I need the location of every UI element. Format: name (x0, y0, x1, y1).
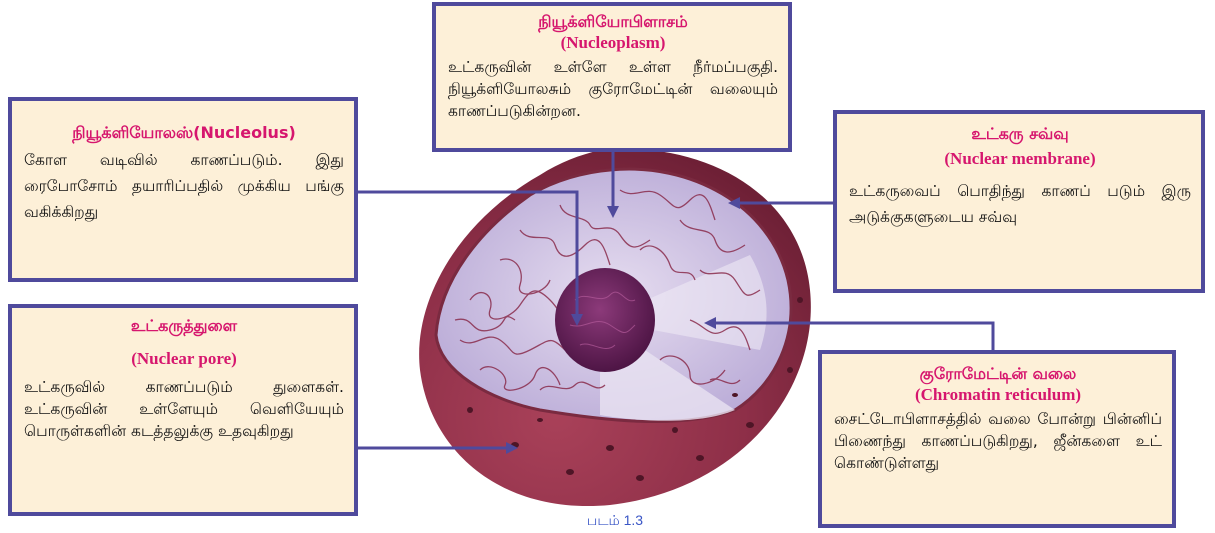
nuclear-pore-description: உட்கருவில் காணப்படும் துளைகள். உட்கருவின… (24, 376, 344, 442)
chromatin-title-english: (Chromatin reticulum) (834, 384, 1162, 406)
nucleolus-description: கோள வடிவில் காணப்படும். இது ரைபோசோம் தயா… (24, 147, 344, 225)
nucleolus-label-box: நியூக்ளியோலஸ்(Nucleolus) கோள வடிவில் காண… (8, 97, 358, 282)
nuclear-membrane-title-tamil: உட்கரு சவ்வு (849, 124, 1191, 144)
chromatin-title-tamil: குரோமேட்டின் வலை (834, 364, 1162, 384)
nuclear-pore-title-english: (Nuclear pore) (24, 348, 344, 370)
chromatin-description: சைட்டோபிளாசத்தில் வலை போன்று பின்னிப் பி… (834, 408, 1162, 474)
figure-caption: படம் 1.3 (560, 512, 670, 531)
nuclear-pore-label-box: உட்கருத்துளை (Nuclear pore) உட்கருவில் க… (8, 304, 358, 516)
nucleoplasm-label-box: நியூக்ளியோபிளாசம் (Nucleoplasm) உட்கருவி… (432, 2, 792, 152)
nuclear-pore-title-tamil: உட்கருத்துளை (24, 316, 344, 336)
nucleoplasm-description: உட்கருவின் உள்ளே உள்ள நீர்மப்பகுதி. நியூ… (448, 56, 778, 122)
chromatin-label-box: குரோமேட்டின் வலை (Chromatin reticulum) ச… (818, 350, 1176, 528)
nuclear-membrane-title-english: (Nuclear membrane) (849, 148, 1191, 170)
nuclear-membrane-description: உட்கருவைப் பொதிந்து காணப் படும் இரு அடுக… (849, 178, 1191, 230)
nucleolus-title: நியூக்ளியோலஸ்(Nucleolus) (24, 123, 344, 143)
nucleolus-body (555, 268, 655, 372)
nucleoplasm-title-english: (Nucleoplasm) (448, 32, 778, 54)
nucleoplasm-title-tamil: நியூக்ளியோபிளாசம் (448, 12, 778, 32)
nuclear-membrane-label-box: உட்கரு சவ்வு (Nuclear membrane) உட்கருவை… (833, 110, 1205, 293)
